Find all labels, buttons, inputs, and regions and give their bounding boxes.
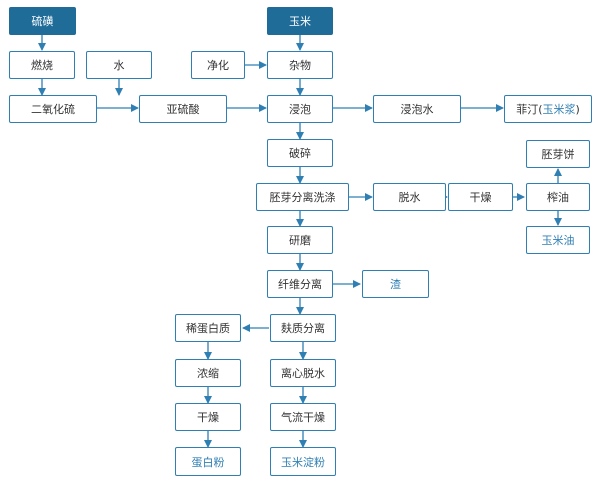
node-centrifugal-dehydration: 离心脱水 <box>270 359 336 387</box>
node-drying-protein: 干燥 <box>175 403 241 431</box>
node-fiber-separation: 纤维分离 <box>267 270 333 298</box>
node-gluten-separation: 麸质分离 <box>270 314 336 342</box>
feiting-prefix: 菲汀( <box>516 103 543 116</box>
node-dehydration: 脱水 <box>373 183 446 211</box>
node-protein-powder: 蛋白粉 <box>175 447 241 476</box>
node-protein-dilute: 稀蛋白质 <box>175 314 241 342</box>
node-corn-starch: 玉米淀粉 <box>270 447 336 476</box>
node-sulfur: 硫磺 <box>9 7 76 35</box>
node-burning: 燃烧 <box>9 51 75 79</box>
node-airflow-drying: 气流干燥 <box>270 403 336 431</box>
node-concentration: 浓缩 <box>175 359 241 387</box>
node-impurities: 杂物 <box>267 51 333 79</box>
node-grinding: 研磨 <box>267 226 333 254</box>
node-crushing: 破碎 <box>267 139 333 167</box>
node-purification: 净化 <box>191 51 245 79</box>
node-corn: 玉米 <box>267 7 333 35</box>
node-germ-separation: 胚芽分离洗涤 <box>256 183 349 211</box>
node-germ-cake: 胚芽饼 <box>526 140 590 168</box>
feiting-suffix: ) <box>575 102 580 116</box>
node-steeping: 浸泡 <box>267 95 333 123</box>
node-corn-oil: 玉米油 <box>526 226 590 254</box>
node-oil-pressing: 榨油 <box>526 183 590 211</box>
node-feiting: 菲汀(玉米浆) <box>504 95 592 123</box>
node-residue: 渣 <box>362 270 429 298</box>
feiting-product: 玉米浆 <box>542 103 576 116</box>
node-sulfur-dioxide: 二氧化硫 <box>9 95 97 123</box>
node-water: 水 <box>86 51 152 79</box>
node-drying-germ: 干燥 <box>448 183 513 211</box>
node-sulfurous-acid: 亚硫酸 <box>139 95 227 123</box>
node-steep-water: 浸泡水 <box>373 95 461 123</box>
